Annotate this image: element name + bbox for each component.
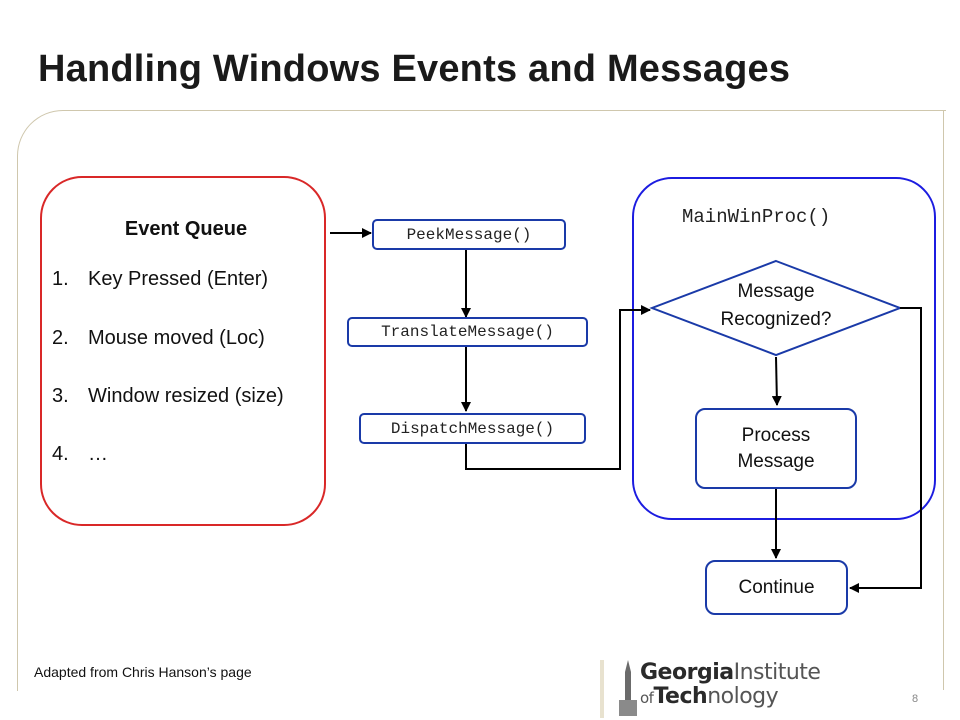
queue-item: 2.Mouse moved (Loc) [52, 327, 265, 349]
winproc-box [632, 177, 936, 520]
content-frame [17, 110, 946, 691]
logo-text-line1: GeorgiaInstitute [640, 660, 821, 685]
continue-box: Continue [705, 560, 848, 615]
decision-diamond [649, 259, 903, 357]
process-message-box: Process Message [695, 408, 857, 489]
arrow-decision-to-continue [849, 307, 922, 593]
arrow-dispatch-to-decision [465, 305, 651, 470]
slide-title: Handling Windows Events and Messages [38, 48, 791, 90]
winproc-title: MainWinProc() [682, 206, 831, 228]
dispatch-message-box: DispatchMessage() [359, 413, 586, 444]
queue-item: 1.Key Pressed (Enter) [52, 268, 269, 290]
content-frame-right-edge [943, 110, 944, 690]
arrow-decision-to-process [771, 356, 782, 406]
page-number: 8 [912, 693, 919, 705]
queue-item: 4.… [52, 443, 108, 465]
queue-item: 3.Window resized (size) [52, 385, 284, 407]
event-queue-title: Event Queue [124, 218, 248, 240]
translate-message-box: TranslateMessage() [347, 317, 588, 347]
logo-text-line2: ofTechnology [640, 684, 779, 709]
peek-message-box: PeekMessage() [372, 219, 566, 250]
event-queue-box [40, 176, 326, 526]
footnote: Adapted from Chris Hanson’s page [34, 664, 252, 680]
decision-label: Message Recognized? [720, 281, 832, 330]
